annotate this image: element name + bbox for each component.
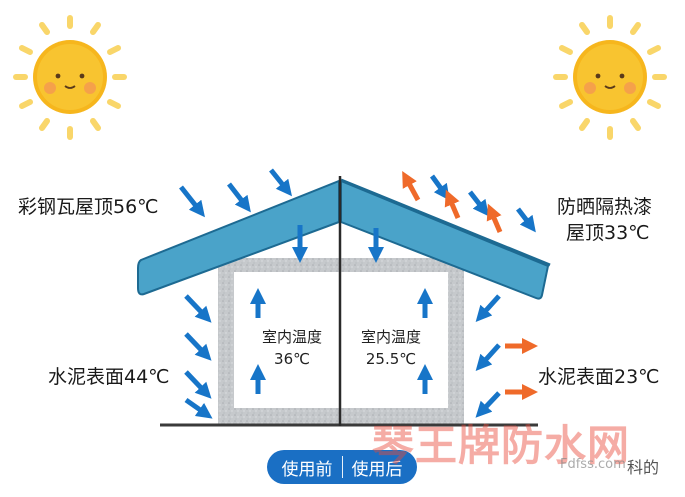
indoor-after-value: 25.5℃ — [365, 350, 417, 368]
sun-right-icon — [553, 15, 667, 140]
before-after-toggle[interactable]: 使用前 使用后 — [267, 450, 417, 484]
label-roof-before: 彩钢瓦屋顶56℃ — [18, 196, 159, 218]
toggle-after-label[interactable]: 使用后 — [351, 459, 403, 480]
sun-left-icon — [13, 15, 127, 140]
reflect-arrows-wall-right — [505, 337, 539, 401]
label-cement-after: 水泥表面23℃ — [538, 366, 660, 388]
label-cement-before: 水泥表面44℃ — [48, 366, 170, 388]
watermark-brand: 琴王牌防水网 — [372, 421, 631, 470]
roof-right — [340, 179, 550, 300]
heat-arrows-roof-left — [179, 168, 309, 264]
indoor-after-title: 室内温度 — [360, 328, 421, 346]
indoor-before-title: 室内温度 — [261, 328, 322, 346]
roof-right-edge — [340, 178, 551, 267]
toggle-before-label[interactable]: 使用前 — [281, 459, 333, 480]
indoor-before-value: 36℃ — [274, 350, 310, 368]
label-roof-after-line2: 屋顶33℃ — [566, 222, 650, 244]
watermark-site: Fdfss.com — [560, 457, 626, 472]
roof-left — [137, 179, 340, 296]
toggle-separator — [341, 456, 343, 478]
heat-arrows-wall-right — [475, 294, 501, 418]
reflect-arrows-roof-right — [402, 170, 503, 233]
heat-arrows-wall-left — [184, 294, 213, 419]
heat-arrows-roof-right — [367, 174, 536, 264]
label-roof-after-line1: 防晒隔热漆 — [557, 196, 653, 218]
watermark-tail: 科的 — [627, 458, 660, 477]
